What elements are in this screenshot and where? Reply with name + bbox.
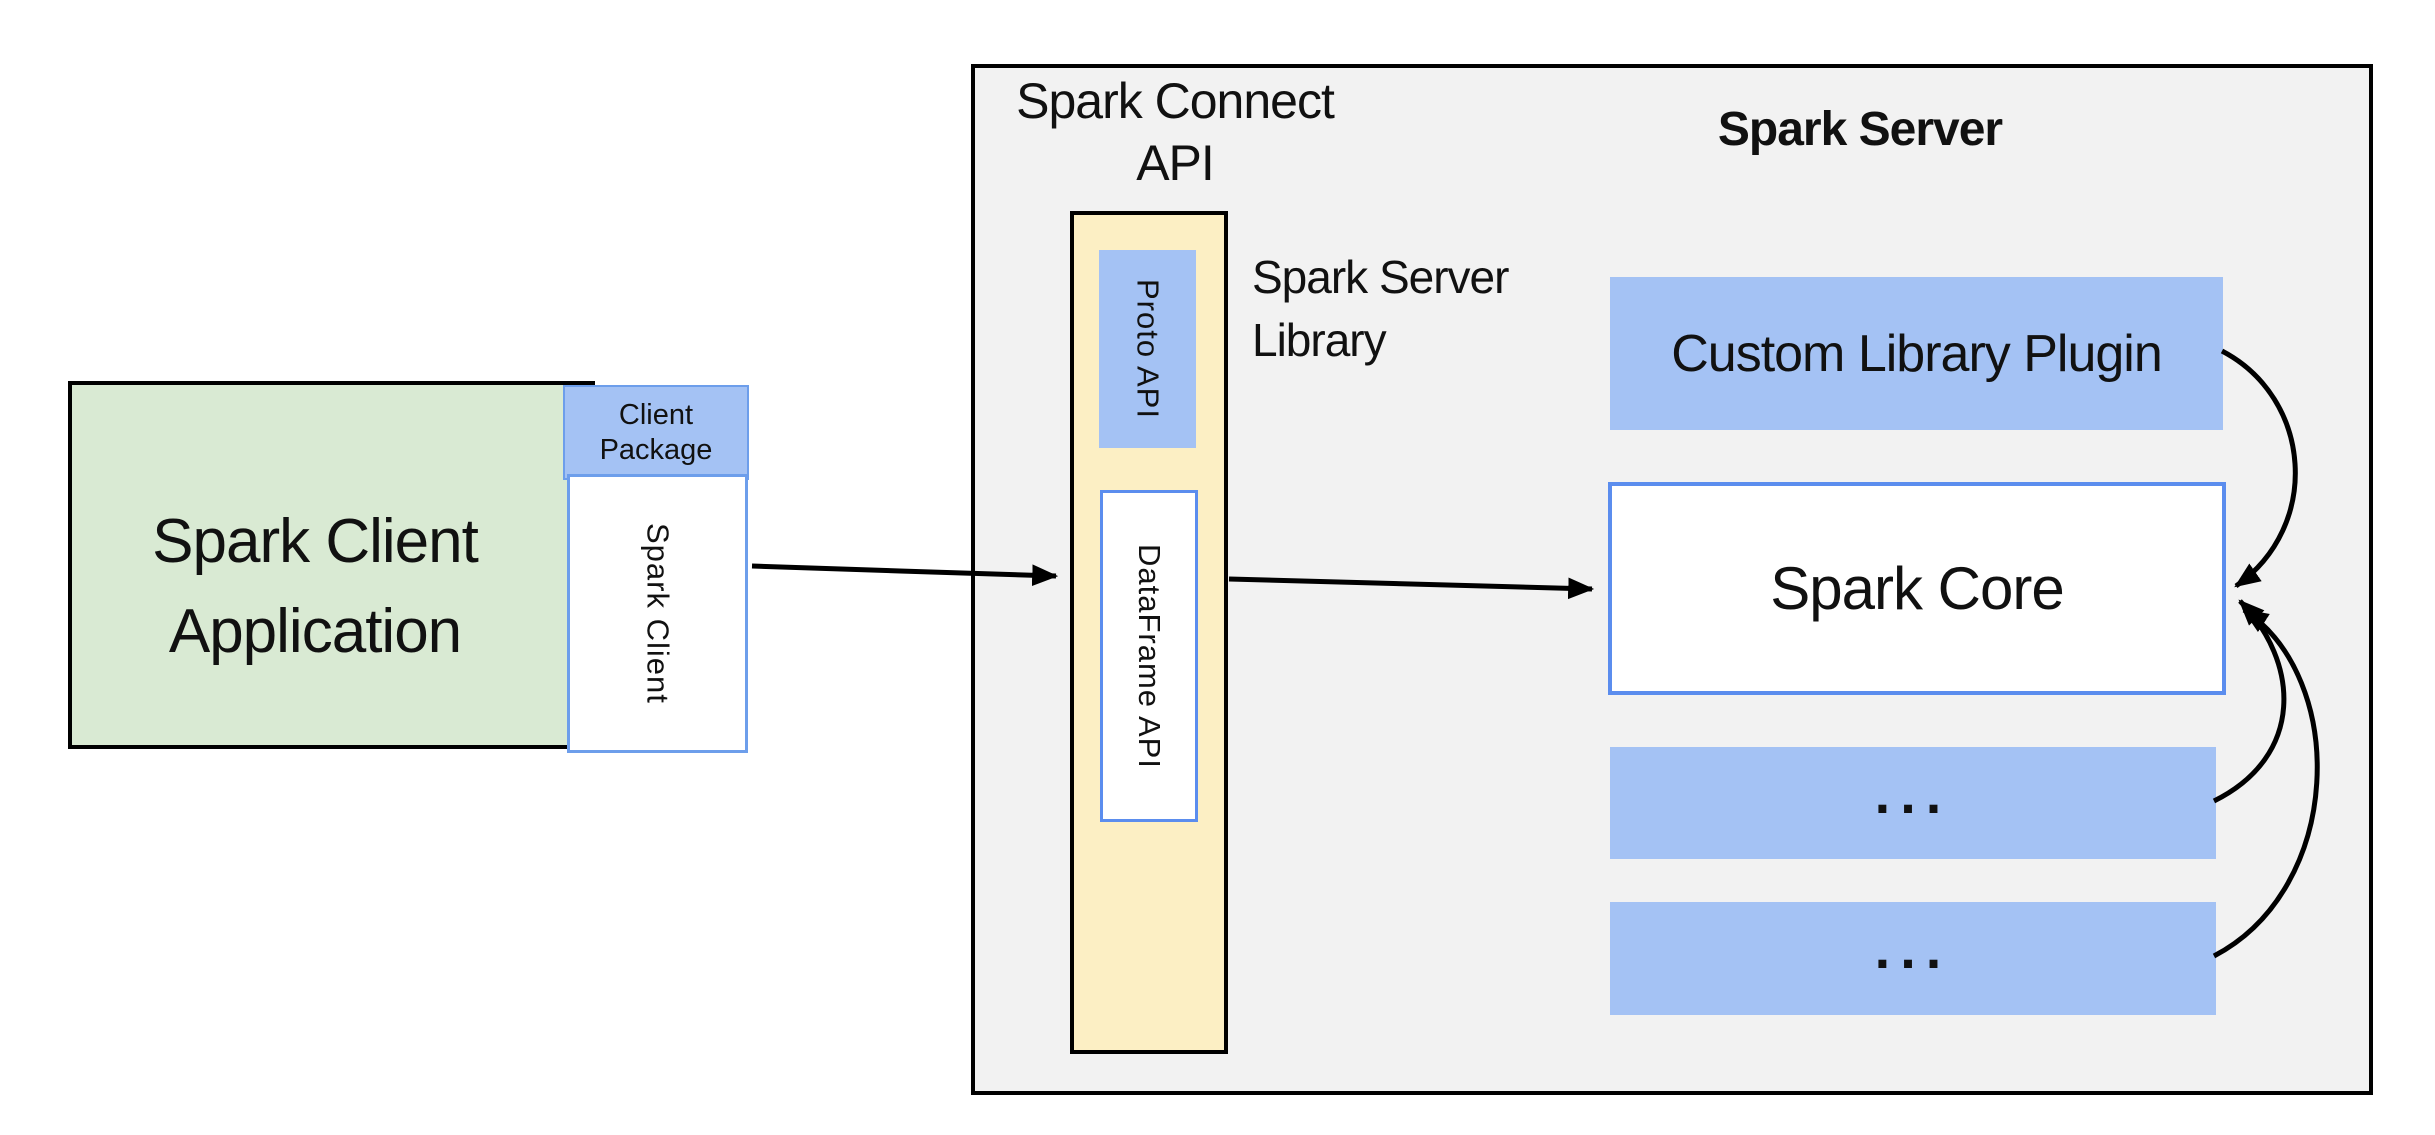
spark-connect-api-heading-line2: API [1136,135,1215,191]
spark-connect-api-heading-line1: Spark Connect [1016,73,1335,129]
placeholder-box-2-label: ... [1874,917,1952,980]
spark-client-box: Spark Client [567,474,748,753]
custom-library-plugin-label: Custom Library Plugin [1671,324,2163,383]
placeholder-box-1-label: ... [1874,761,1952,825]
dataframe-api-box: DataFrame API [1100,490,1198,822]
spark-server-heading: Spark Server [1717,103,2003,156]
spark-core-box: Spark Core [1608,482,2226,695]
custom-library-plugin-box: Custom Library Plugin [1610,277,2223,430]
dataframe-api-label: DataFrame API [1132,543,1167,769]
placeholder-box-2: ... [1610,902,2216,1015]
spark-client-label: Spark Client [640,523,676,704]
spark-core-label: Spark Core [1770,555,2064,622]
spark-server-library-label: Spark Server Library [1252,246,1582,372]
placeholder-box-1: ... [1610,747,2216,859]
client-package-box: Client Package [563,385,749,480]
spark-client-application-label: Spark Client Application [68,497,562,677]
spark-server-library-label-line2: Library [1252,314,1387,366]
client-package-label-line1: Client [618,398,694,431]
proto-api-label: Proto API [1130,279,1166,419]
spark-client-application-label-line2: Application [168,597,462,666]
spark-connect-api-heading: Spark Connect API [990,70,1360,194]
proto-api-box: Proto API [1099,250,1196,448]
spark-client-application-label-line1: Spark Client [152,507,479,576]
spark-server-library-label-line1: Spark Server [1252,251,1509,303]
spark-client-application-box [68,381,595,749]
client-package-label-line2: Package [599,433,713,466]
